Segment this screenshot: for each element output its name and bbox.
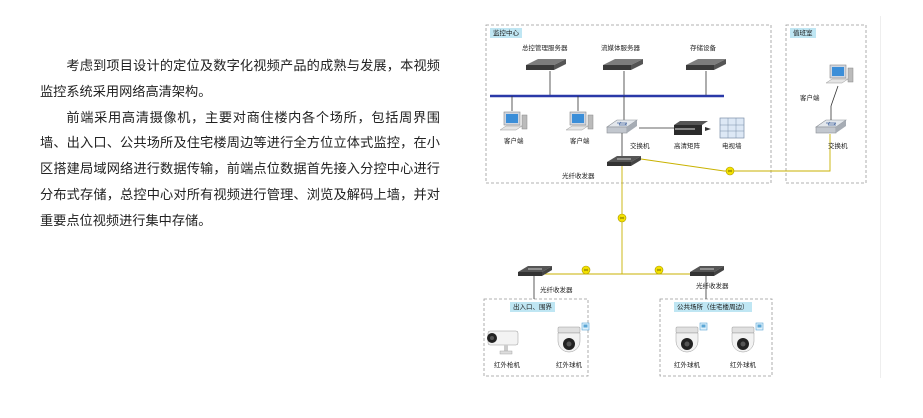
paragraph-1: 考虑到项目设计的定位及数字化视频产品的成熟与发展，本视频监控系统采用网络高清架构… [40,59,440,100]
label-fiber-right: 光纤收发器 [696,282,729,290]
network-diagram: 监控中心 值班室 出入口、围界 公共场所（住宅楼周边） 总控管理服务器 流媒体服… [474,16,881,378]
paragraph-2: 前端采用高清摄像机，主要对商住楼内各个场所，包括周界围墙、出入口、公共场所及住宅… [40,110,440,229]
label-matrix: 高清矩阵 [674,142,700,150]
bullet-camera [487,330,519,355]
label-client-1: 客户端 [504,137,524,145]
zone-label-entrance: 出入口、围界 [510,302,555,312]
zone-sub-station [785,24,867,184]
label-client-sub: 客户端 [800,94,820,102]
zone-public-area [659,298,773,377]
label-stream-server: 流媒体服务器 [601,44,640,52]
zone-label-sub-station: 值班室 [790,28,816,38]
zone-control-center [485,24,772,184]
label-dome-camera-1: 红外球机 [556,361,582,369]
zone-entrance [483,298,589,377]
label-fiber-left: 光纤收发器 [540,286,573,294]
diagram-graphics [483,24,867,377]
label-main-server: 总控管理服务器 [522,44,568,52]
label-fiber-center: 光纤收发器 [562,172,595,180]
article-text: 考虑到项目设计的定位及数字化视频产品的成熟与发展，本视频监控系统采用网络高清架构… [40,54,440,235]
label-switch-sub: 交换机 [828,142,848,150]
zone-label-public-area: 公共场所（住宅楼周边） [674,302,752,312]
zone-label-control-center: 监控中心 [490,28,522,38]
label-dome-camera-3: 红外球机 [730,361,756,369]
label-storage: 存储设备 [690,44,716,52]
label-tv-wall: 电视墙 [722,142,742,150]
label-dome-camera-2: 红外球机 [674,361,700,369]
label-bullet-camera: 红外枪机 [494,361,520,369]
label-client-2: 客户端 [570,137,590,145]
label-switch-center: 交换机 [630,142,650,150]
